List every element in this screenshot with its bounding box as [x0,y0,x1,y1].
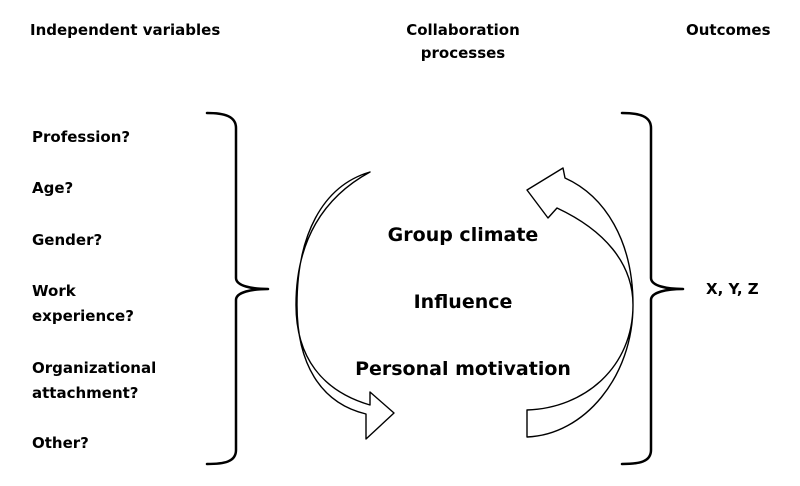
variable-profession: Profession? [32,128,131,146]
variable-other: Other? [32,434,89,452]
header-collaboration-processes: Collaboration processes [383,19,543,65]
header-independent-variables: Independent variables [30,21,221,39]
header-collaboration-line2: processes [420,44,506,62]
variable-work-line1: Work [32,282,76,300]
variable-age: Age? [32,179,74,197]
variable-org-line2: attachment? [32,384,139,402]
left-curly-brace [205,111,270,466]
cycle-arrow-left [295,171,395,440]
process-group-climate: Group climate [387,224,539,246]
process-influence: Influence [413,291,513,313]
cycle-arrow-right [526,167,634,438]
header-outcomes: Outcomes [686,21,771,39]
process-personal-motivation: Personal motivation [355,358,571,380]
variable-work-line2: experience? [32,307,134,325]
header-collaboration-line1: Collaboration [406,21,520,39]
variable-org-line1: Organizational [32,359,157,377]
variable-work-experience: Work experience? [32,279,134,329]
outcomes-value: X, Y, Z [706,280,759,298]
variable-organizational-attachment: Organizational attachment? [32,356,156,406]
right-curly-brace [620,111,685,466]
variable-gender: Gender? [32,231,103,249]
